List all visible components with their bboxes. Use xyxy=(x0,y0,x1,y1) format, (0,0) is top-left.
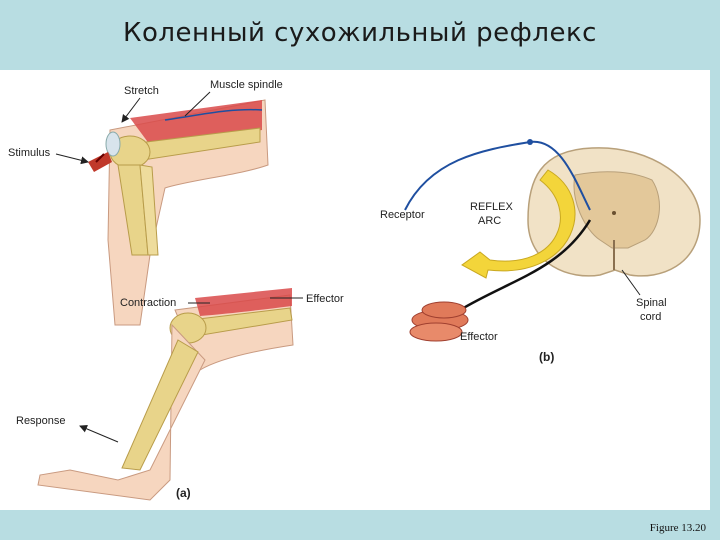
lower-leg-illustration xyxy=(37,288,294,501)
muscle-spindle-leader xyxy=(184,91,211,117)
tag-panel-b: (b) xyxy=(539,350,554,364)
ganglion-icon xyxy=(527,139,533,145)
spindle-nerve-line xyxy=(164,108,263,121)
label-response: Response xyxy=(16,415,66,427)
upper-leg-illustration xyxy=(105,99,269,326)
label-effector-a: Effector xyxy=(306,293,344,305)
label-stimulus: Stimulus xyxy=(8,147,51,159)
figure-panel: Stretch Muscle spindle Stimulus Contract… xyxy=(0,70,710,510)
label-effector-b: Effector xyxy=(460,331,498,343)
label-muscle-spindle: Muscle spindle xyxy=(210,79,283,91)
stimulus-arrow xyxy=(55,153,89,165)
label-stretch: Stretch xyxy=(124,85,159,97)
spinal-cord-illustration xyxy=(527,147,701,277)
label-arc: ARC xyxy=(478,215,501,227)
tag-panel-a: (a) xyxy=(176,486,191,500)
reflex-arc-arrow xyxy=(461,169,576,279)
slide-title: Коленный сухожильный рефлекс xyxy=(123,18,597,48)
spinal-cord-leader xyxy=(621,269,641,296)
label-cord: cord xyxy=(640,311,661,323)
reflex-hammer-icon xyxy=(88,152,112,172)
figure-caption: Figure 13.20 xyxy=(649,522,706,534)
label-contraction: Contraction xyxy=(120,297,176,309)
stretch-arrow xyxy=(121,97,141,123)
label-spinal: Spinal xyxy=(636,297,667,309)
label-receptor: Receptor xyxy=(380,209,425,221)
label-reflex: REFLEX xyxy=(470,201,513,213)
motor-nerve-line xyxy=(459,219,592,312)
response-arrow xyxy=(79,425,119,443)
effector-muscle-bundle xyxy=(409,301,469,342)
reflex-diagram: Stretch Muscle spindle Stimulus Contract… xyxy=(8,79,701,501)
